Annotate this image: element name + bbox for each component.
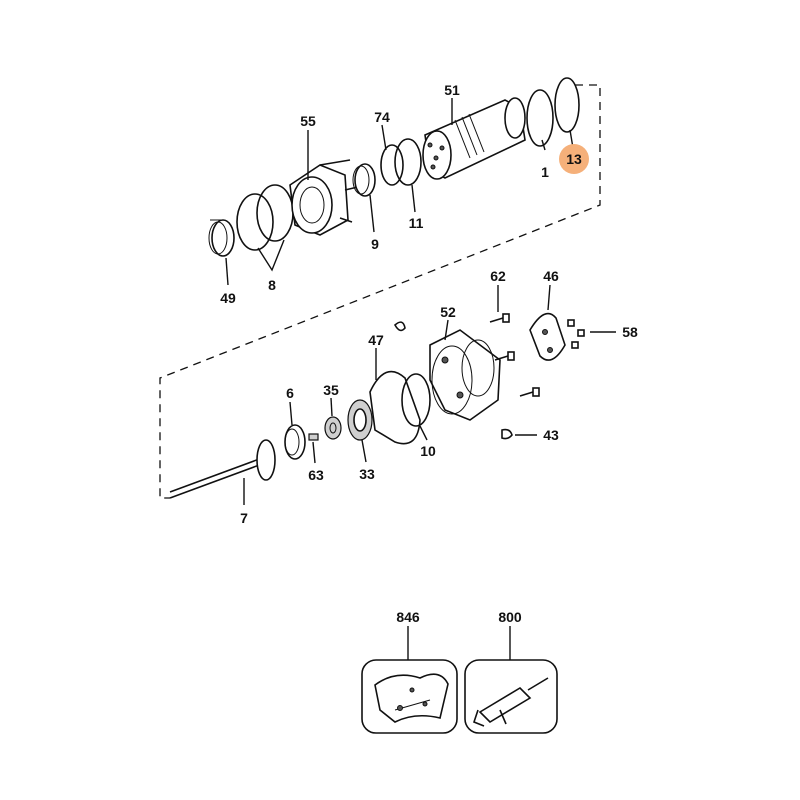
- label-35: 35: [323, 382, 339, 398]
- part-49-ring[interactable]: [208, 219, 235, 257]
- label-11: 11: [409, 215, 424, 231]
- leader-33: [361, 439, 367, 463]
- label-6: 6: [286, 385, 294, 401]
- label-10: 10: [420, 443, 436, 459]
- assembly-guide-line: [159, 84, 601, 499]
- leader-6: [289, 401, 293, 426]
- part-6-ring[interactable]: [284, 424, 306, 460]
- part-63-pin[interactable]: [308, 433, 319, 441]
- label-1: 1: [541, 164, 549, 180]
- label-47: 47: [368, 332, 384, 348]
- part-74-o-ring[interactable]: [380, 144, 404, 186]
- label-800: 800: [498, 609, 522, 625]
- part-62-screws[interactable]: [489, 313, 540, 397]
- label-63: 63: [308, 467, 324, 483]
- part-52-gear-housing[interactable]: [429, 329, 501, 421]
- leader-74: [381, 124, 387, 151]
- part-1-ring[interactable]: [526, 89, 554, 147]
- part-43[interactable]: [501, 428, 513, 440]
- part-9-ring[interactable]: [352, 163, 376, 197]
- part-7-shaft[interactable]: [169, 439, 276, 499]
- kit-846-box[interactable]: [361, 659, 458, 734]
- leader-9: [369, 194, 375, 233]
- part-51-cylinder[interactable]: [422, 97, 526, 180]
- leader-35: [330, 397, 333, 417]
- label-43: 43: [543, 427, 559, 443]
- part-58-screws[interactable]: [567, 319, 585, 349]
- label-49: 49: [220, 290, 236, 306]
- label-13[interactable]: 13: [566, 151, 582, 167]
- part-47-gasket[interactable]: [369, 370, 421, 445]
- leader-49: [225, 257, 229, 286]
- part-46-plate[interactable]: [529, 312, 566, 361]
- label-74: 74: [374, 109, 390, 125]
- label-55: 55: [300, 113, 316, 129]
- label-58: 58: [622, 324, 638, 340]
- label-33: 33: [359, 466, 375, 482]
- part-13-ring[interactable]: [554, 77, 580, 133]
- label-52: 52: [440, 304, 456, 320]
- label-9: 9: [371, 236, 379, 252]
- leader-63: [312, 441, 316, 464]
- part-10-o-ring[interactable]: [401, 373, 431, 427]
- part-11-o-ring[interactable]: [394, 138, 422, 186]
- label-62: 62: [490, 268, 506, 284]
- label-7: 7: [240, 510, 248, 526]
- part-clip[interactable]: [393, 321, 406, 332]
- label-8: 8: [268, 277, 276, 293]
- part-35-gear[interactable]: [324, 416, 342, 440]
- label-846: 846: [396, 609, 420, 625]
- leader-52: [444, 319, 449, 341]
- leader-11: [411, 184, 416, 213]
- kit-800-box[interactable]: [464, 659, 558, 734]
- highlight-circle-13: [559, 144, 589, 174]
- part-55-housing[interactable]: [289, 159, 363, 236]
- part-33-gear[interactable]: [347, 399, 373, 441]
- label-46: 46: [543, 268, 559, 284]
- leader-46: [547, 284, 551, 311]
- label-51: 51: [444, 82, 460, 98]
- leader-10: [419, 425, 428, 441]
- leader-1: [541, 139, 546, 151]
- leader-8: [257, 239, 285, 272]
